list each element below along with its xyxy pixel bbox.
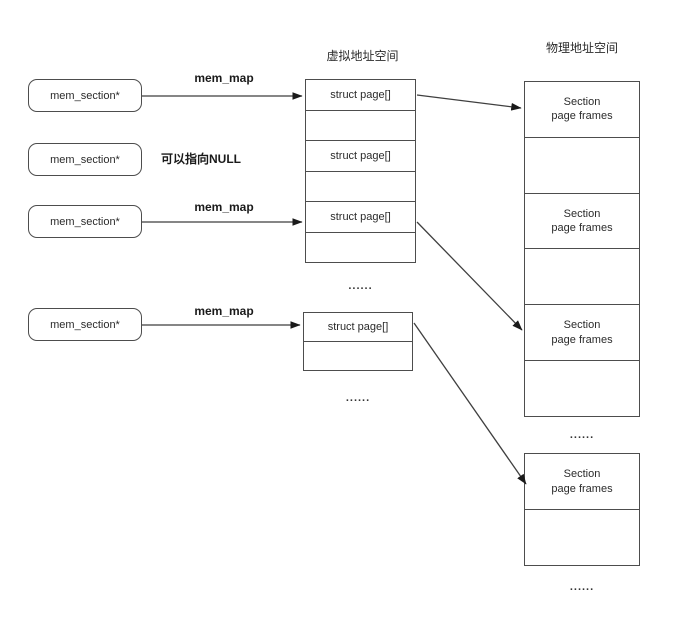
- null-note: 可以指向NULL: [161, 152, 241, 166]
- ellipsis-physical-2: ......: [569, 581, 595, 593]
- section-page-frames-cell: Section page frames: [551, 468, 613, 495]
- empty-cell: [525, 136, 639, 193]
- virtual-page-array-stack-2: struct page[]: [303, 312, 413, 371]
- ellipsis-virtual-2: ......: [345, 392, 371, 404]
- mem-map-label-1: mem_map: [194, 71, 254, 85]
- empty-cell: [525, 360, 639, 416]
- physical-address-space-header: 物理地址空间: [545, 41, 618, 55]
- physical-frames-stack-2: Section page frames: [524, 453, 640, 566]
- mem-section-pointer-box-3: mem_section*: [28, 205, 142, 238]
- struct-page-cell: struct page[]: [306, 201, 415, 232]
- empty-cell: [304, 341, 412, 370]
- struct-page-cell: struct page[]: [306, 140, 415, 171]
- virtual-page-array-stack-1: struct page[] struct page[] struct page[…: [305, 79, 416, 263]
- section-page-frames-cell: Section page frames: [525, 192, 639, 249]
- page-to-frame-arrow-3: [413, 322, 527, 485]
- section-page-frames-cell: Section page frames: [525, 304, 639, 360]
- ellipsis-physical-1: ......: [569, 429, 595, 441]
- empty-cell: [306, 109, 415, 141]
- mem-section-pointer-box-2: mem_section*: [28, 143, 142, 176]
- mem-map-label-3: mem_map: [194, 304, 254, 318]
- empty-cell: [525, 248, 639, 304]
- virtual-address-space-header: 虚拟地址空间: [326, 49, 399, 63]
- page-to-frame-arrow-2: [416, 221, 523, 331]
- empty-cell: [525, 509, 639, 565]
- physical-frames-stack-1: Section page frames Section page frames …: [524, 81, 640, 417]
- struct-page-cell: struct page[]: [330, 88, 391, 101]
- section-page-frames-cell: Section page frames: [551, 96, 613, 123]
- ellipsis-virtual-1: ......: [348, 280, 373, 292]
- page-to-frame-arrow-1: [416, 94, 522, 111]
- empty-cell: [306, 231, 415, 263]
- struct-page-cell: struct page[]: [327, 320, 389, 333]
- empty-cell: [306, 170, 415, 202]
- mem-section-pointer-box-4: mem_section*: [28, 308, 142, 341]
- mem-section-pointer-box-1: mem_section*: [28, 79, 142, 112]
- mem-map-label-2: mem_map: [194, 200, 254, 214]
